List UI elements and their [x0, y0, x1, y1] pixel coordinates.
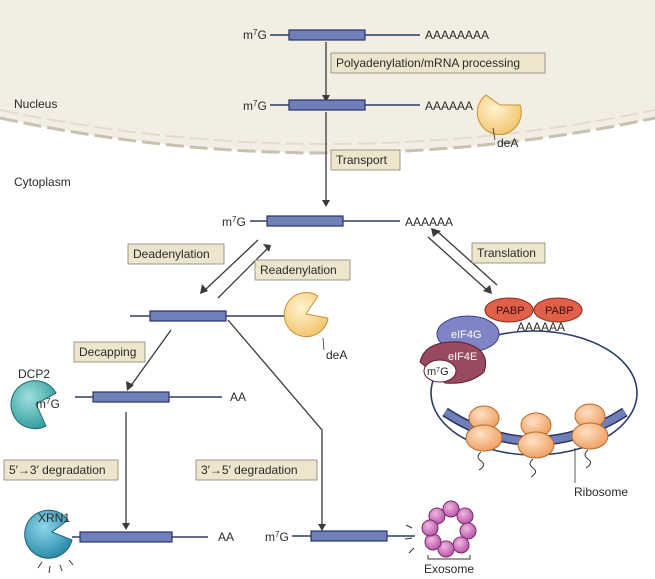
exosome-complex: Exosome — [404, 500, 477, 576]
svg-text:eIF4E: eIF4E — [448, 351, 477, 363]
step-readenylation: Readenylation — [254, 259, 351, 281]
step-3to5-degradation: 3′→5′ degradation — [195, 459, 318, 481]
svg-text:5′→3′ degradation: 5′→3′ degradation — [9, 463, 106, 477]
ribosome — [571, 403, 609, 469]
svg-text:Translation: Translation — [477, 246, 536, 260]
svg-text:Polyadenylation/mRNA processin: Polyadenylation/mRNA processing — [336, 56, 520, 70]
xrn1-protein: XRN1 — [24, 509, 74, 574]
cap-label: m7G — [243, 28, 267, 43]
mrna-5to3-decay: AA — [72, 530, 234, 544]
step-polyadenylation: Polyadenylation/mRNA processing — [330, 52, 546, 74]
svg-text:deA: deA — [326, 348, 347, 362]
step-transport: Transport — [330, 149, 401, 171]
svg-text:XRN1: XRN1 — [38, 511, 70, 525]
svg-text:m7G: m7G — [243, 99, 267, 114]
svg-text:AAAAAA: AAAAAA — [425, 99, 473, 113]
nucleus-label: Nucleus — [14, 97, 57, 111]
polya-tail-label: AAAAAAAA — [425, 28, 489, 42]
dea-protein-cytoplasmic: deA — [283, 292, 347, 362]
translation-polya-tail: AAAAAA — [517, 320, 565, 334]
cytoplasm-label: Cytoplasm — [14, 175, 71, 189]
nuclear-envelope — [0, 116, 655, 155]
mrna-processed: m7G AAAAAA — [243, 99, 473, 114]
svg-text:m7G: m7G — [222, 215, 246, 230]
step-5to3-degradation: 5′→3′ degradation — [3, 459, 119, 481]
mrna-cytoplasmic: m7G AAAAAA — [222, 215, 453, 230]
svg-text:PABP: PABP — [545, 305, 574, 317]
svg-text:AAAAAA: AAAAAA — [405, 215, 453, 229]
cap-in-eif4e: m7G — [423, 359, 457, 383]
ribosome — [465, 405, 503, 471]
svg-text:3′→5′ degradation: 3′→5′ degradation — [201, 463, 298, 477]
nucleus-region — [0, 0, 655, 153]
coding-region — [92, 391, 170, 403]
ribosome-label: Ribosome — [574, 485, 628, 499]
svg-text:Deadenylation: Deadenylation — [133, 247, 210, 261]
step-deadenylation: Deadenylation — [127, 243, 225, 265]
mrna-nascent: m7G AAAAAAAA — [243, 28, 489, 43]
dcp2-protein: DCP2 — [10, 367, 57, 430]
svg-text:m7G: m7G — [265, 530, 289, 545]
mrna-deadenylated: AA — [130, 309, 306, 323]
coding-region — [266, 215, 344, 227]
ribosome — [517, 412, 555, 478]
step-decapping: Decapping — [73, 341, 146, 363]
svg-text:PABP: PABP — [496, 305, 525, 317]
coding-region — [79, 531, 173, 543]
coding-region — [288, 29, 366, 41]
step-translation: Translation — [471, 242, 546, 264]
svg-text:Decapping: Decapping — [79, 345, 136, 359]
pabp-protein: PABP — [533, 297, 583, 323]
svg-text:AA: AA — [230, 390, 246, 404]
dea-protein-nuclear: deA — [476, 94, 522, 150]
svg-text:Transport: Transport — [336, 153, 388, 167]
coding-region — [310, 530, 388, 542]
svg-text:eIF4G: eIF4G — [451, 329, 482, 341]
svg-text:m7G: m7G — [36, 397, 60, 412]
translation-complex: Ribosome PABP PABP AAAAAA eIF4G eIF4E m7… — [419, 297, 638, 499]
svg-text:deA: deA — [497, 136, 518, 150]
mrna-decapped: m7G AA — [36, 390, 246, 411]
svg-text:AA: AA — [218, 530, 234, 544]
coding-region — [288, 99, 366, 111]
nuclear-envelope-inner — [0, 109, 655, 145]
mrna-3to5-decay: m7G — [265, 530, 415, 545]
svg-text:Exosome: Exosome — [424, 562, 474, 576]
pabp-protein: PABP — [484, 297, 534, 323]
svg-text:m7G: m7G — [427, 366, 449, 378]
svg-text:Readenylation: Readenylation — [260, 263, 337, 277]
coding-region — [149, 310, 227, 322]
svg-text:DCP2: DCP2 — [18, 367, 50, 381]
